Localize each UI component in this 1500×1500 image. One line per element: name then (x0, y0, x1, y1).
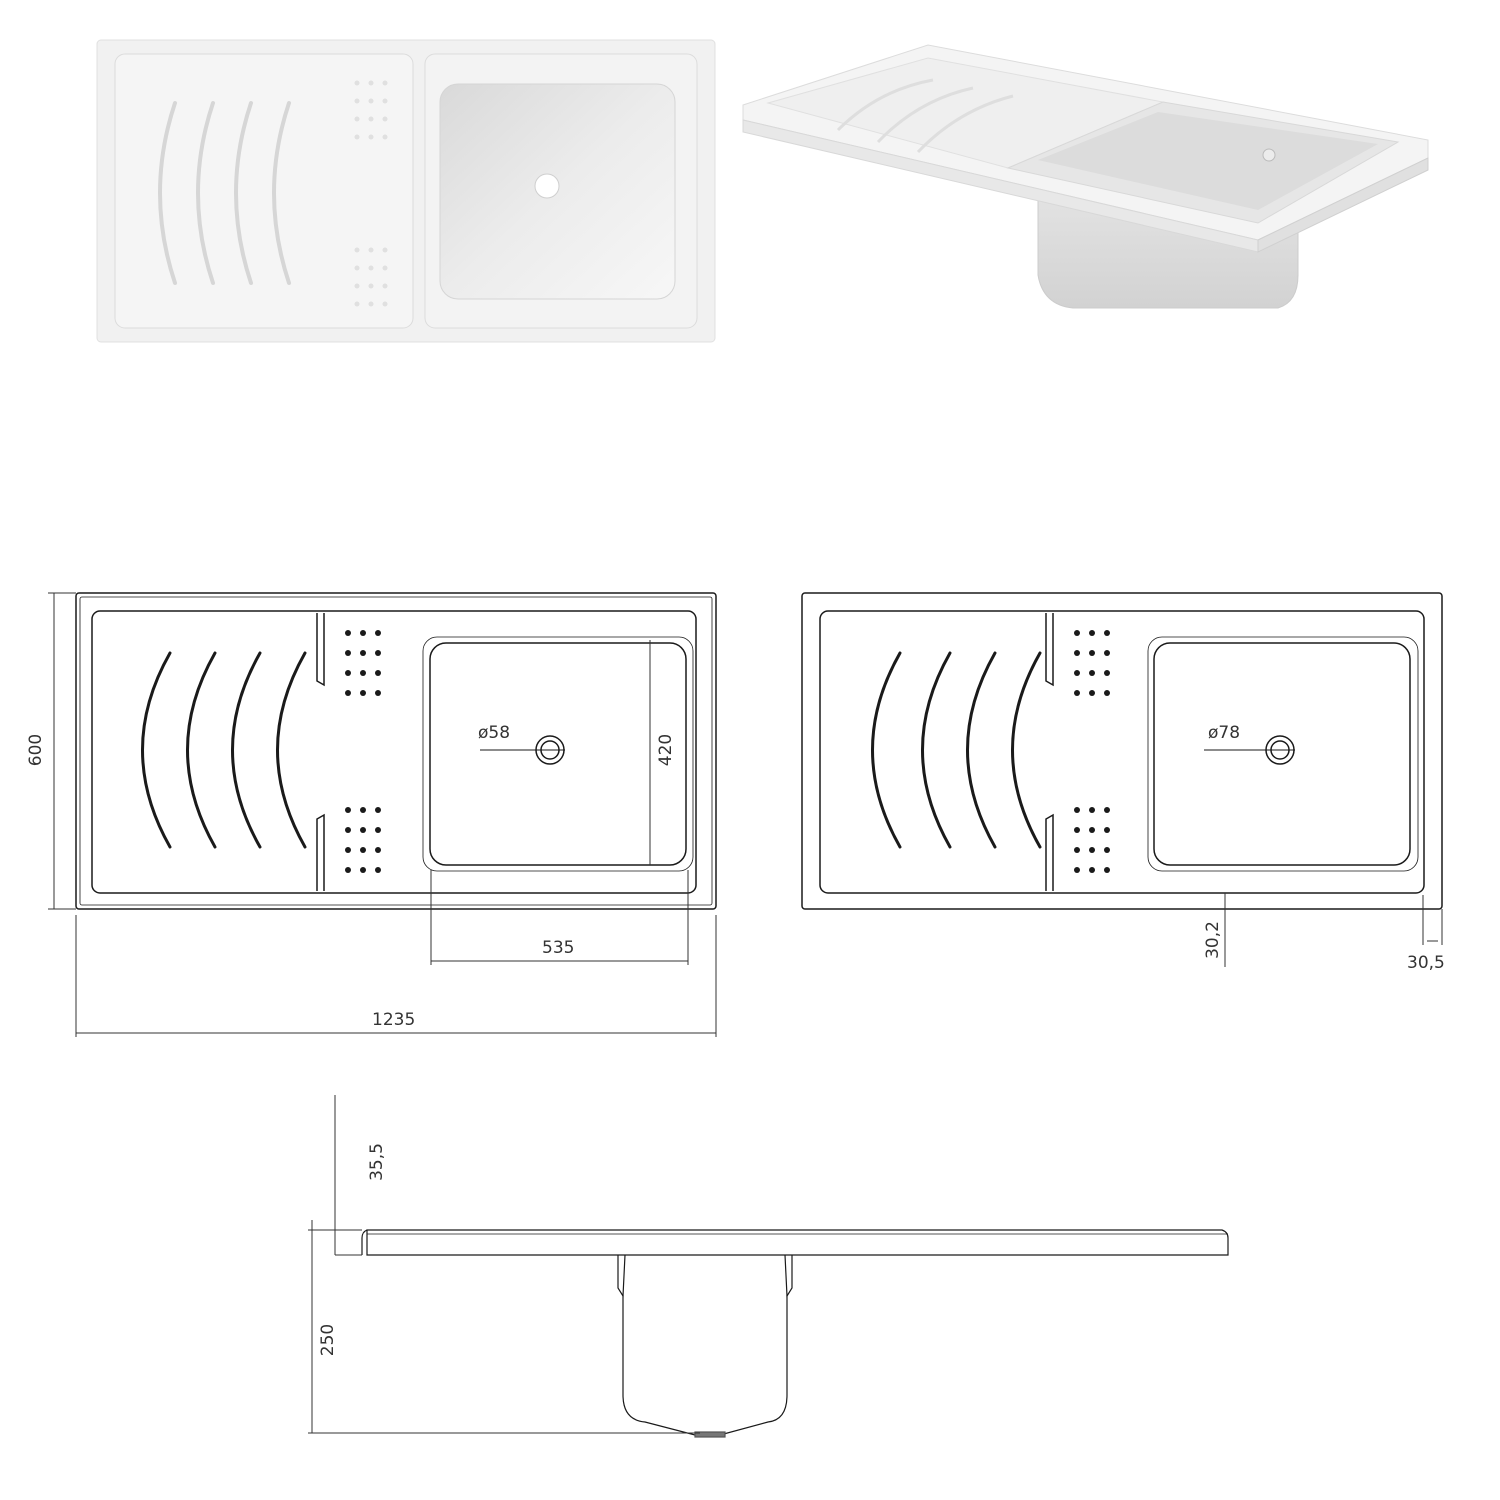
dim-bowl-width: 535 (542, 938, 575, 958)
dim-overall-depth: 600 (26, 733, 47, 767)
dim-drain-diameter-right: ø78 (1208, 723, 1241, 743)
dim-side-rim: 30,5 (1407, 953, 1445, 973)
drawing-plan-view-left: 600 1235 535 420 ø58 (20, 585, 740, 1045)
dim-drain-diameter: ø58 (478, 723, 511, 743)
dim-overall-width: 1235 (372, 1010, 416, 1030)
drawing-side-elevation: 35,5 250 (300, 1090, 1250, 1470)
dim-rim-height: 35,5 (366, 1143, 387, 1181)
dim-bowl-depth: 420 (656, 733, 677, 767)
dim-total-height: 250 (318, 1323, 339, 1357)
photo-perspective-view (738, 40, 1438, 350)
drawing-plan-view-right: ø78 30,2 30,5 (790, 585, 1480, 985)
photo-top-view (95, 38, 720, 346)
dim-front-rim: 30,2 (1202, 921, 1223, 959)
